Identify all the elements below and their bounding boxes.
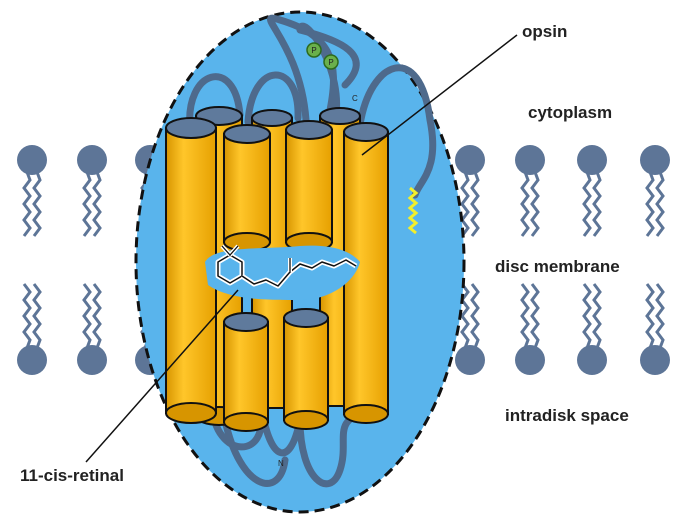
lipid-tail: [34, 172, 40, 236]
lipid-tail: [94, 284, 100, 348]
lipid-tail: [462, 284, 468, 348]
retinal-label: 11-cis-retinal: [20, 466, 124, 486]
helix-2-lower: [224, 313, 268, 431]
lipid-head: [77, 345, 107, 375]
lipid-tail: [647, 172, 653, 236]
lipid-tail: [34, 284, 40, 348]
lipid-head: [77, 145, 107, 175]
opsin-label: opsin: [522, 22, 567, 42]
lipid-head: [17, 145, 47, 175]
helix-2: [224, 125, 270, 251]
helix-6: [286, 121, 332, 251]
cytoplasm-label: cytoplasm: [528, 103, 612, 123]
lipid-tail: [532, 172, 538, 236]
lipid-head: [17, 345, 47, 375]
lipid-tail: [594, 284, 600, 348]
lipid-tail: [472, 172, 478, 236]
phosphate-group-2: P: [324, 55, 338, 69]
lipid-head: [515, 345, 545, 375]
lipid-tail: [522, 284, 528, 348]
lipid-tail: [657, 172, 663, 236]
lipid-tail: [657, 284, 663, 348]
lipid-head: [455, 345, 485, 375]
lipid-head: [455, 145, 485, 175]
lipid-tail: [84, 284, 90, 348]
c-terminus-marker: C: [352, 94, 358, 103]
intradisk-space-label: intradisk space: [505, 406, 629, 426]
lipid-head: [640, 145, 670, 175]
lipid-tail: [584, 284, 590, 348]
lipid-tail: [84, 172, 90, 236]
lipid-tail: [24, 284, 30, 348]
lipid-tail: [462, 172, 468, 236]
lipid-tail: [594, 172, 600, 236]
lipid-head: [515, 145, 545, 175]
lipid-tail: [532, 284, 538, 348]
lipid-head: [577, 345, 607, 375]
lipid-tail: [522, 172, 528, 236]
svg-text:P: P: [311, 46, 316, 55]
lipid-tail: [647, 284, 653, 348]
helix-6-lower: [284, 309, 328, 429]
disc-membrane-label: disc membrane: [495, 257, 620, 277]
svg-text:P: P: [328, 58, 333, 67]
lipid-tail: [472, 284, 478, 348]
lipid-tail: [94, 172, 100, 236]
lipid-head: [640, 345, 670, 375]
lipid-tail: [24, 172, 30, 236]
lipid-head: [577, 145, 607, 175]
phosphate-group-1: P: [307, 43, 321, 57]
n-terminus-marker: N: [278, 459, 284, 468]
lipid-tail: [584, 172, 590, 236]
